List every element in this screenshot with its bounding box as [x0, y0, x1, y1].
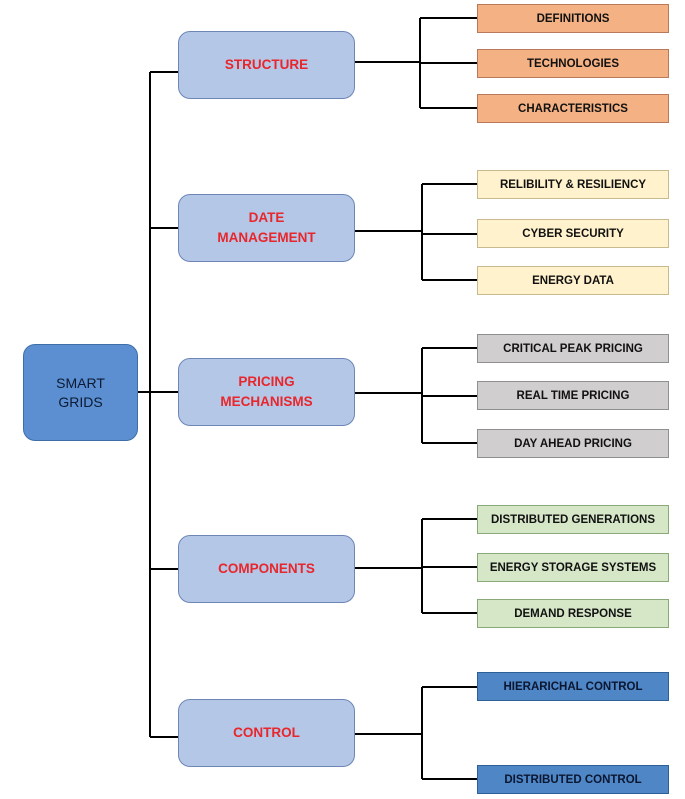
leaf-distributed-generations: DISTRIBUTED GENERATIONS — [477, 505, 669, 534]
leaf-label: HIERARICHAL CONTROL — [503, 680, 643, 693]
leaf-hierarchical-control: HIERARICHAL CONTROL — [477, 672, 669, 701]
leaf-label: DEMAND RESPONSE — [514, 607, 632, 620]
leaf-label: CHARACTERISTICS — [518, 102, 628, 115]
leaf-reliability-resiliency: RELIBILITY & RESILIENCY — [477, 170, 669, 199]
category-data-management: DATE MANAGEMENT — [178, 194, 355, 262]
leaf-definitions: DEFINITIONS — [477, 4, 669, 33]
category-label: COMPONENTS — [218, 561, 315, 576]
category-label: CONTROL — [233, 725, 300, 740]
leaf-cyber-security: CYBER SECURITY — [477, 219, 669, 248]
leaf-label: RELIBILITY & RESILIENCY — [499, 178, 647, 191]
leaf-real-time-pricing: REAL TIME PRICING — [477, 381, 669, 410]
leaf-energy-data: ENERGY DATA — [477, 266, 669, 295]
leaf-label: DEFINITIONS — [536, 12, 610, 25]
leaf-label: ENERGY STORAGE SYSTEMS — [489, 561, 657, 574]
category-label: PRICING MECHANISMS — [220, 374, 313, 409]
leaf-label: CRITICAL PEAK PRICING — [503, 342, 643, 355]
category-structure: STRUCTURE — [178, 31, 355, 99]
root-label: SMART GRIDS — [56, 374, 105, 410]
leaf-energy-storage-systems: ENERGY STORAGE SYSTEMS — [477, 553, 669, 582]
leaf-label: TECHNOLOGIES — [526, 57, 619, 70]
category-control: CONTROL — [178, 699, 355, 767]
leaf-critical-peak-pricing: CRITICAL PEAK PRICING — [477, 334, 669, 363]
leaf-label: REAL TIME PRICING — [516, 389, 630, 402]
leaf-characteristics: CHARACTERISTICS — [477, 94, 669, 123]
leaf-label: DISTRIBUTED CONTROL — [504, 773, 642, 786]
root-node-smart-grids: SMART GRIDS — [23, 344, 138, 441]
leaf-day-ahead-pricing: DAY AHEAD PRICING — [477, 429, 669, 458]
leaf-distributed-control: DISTRIBUTED CONTROL — [477, 765, 669, 794]
leaf-demand-response: DEMAND RESPONSE — [477, 599, 669, 628]
category-label: STRUCTURE — [224, 57, 309, 72]
category-label: DATE MANAGEMENT — [217, 210, 316, 245]
leaf-technologies: TECHNOLOGIES — [477, 49, 669, 78]
leaf-label: ENERGY DATA — [532, 274, 614, 287]
leaf-label: DISTRIBUTED GENERATIONS — [491, 513, 655, 526]
leaf-label: CYBER SECURITY — [522, 227, 624, 240]
category-components: COMPONENTS — [178, 535, 355, 603]
category-pricing-mechanisms: PRICING MECHANISMS — [178, 358, 355, 426]
leaf-label: DAY AHEAD PRICING — [514, 437, 632, 450]
